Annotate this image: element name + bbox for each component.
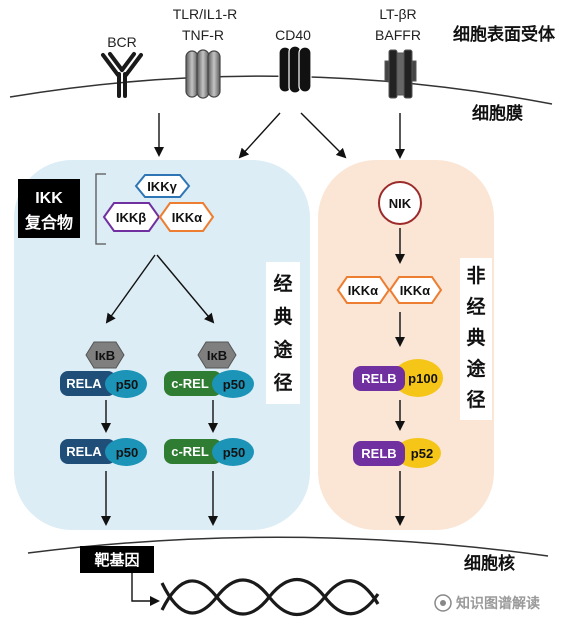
- p50-label-top-right: p50: [223, 377, 245, 392]
- ikk-complex-label-line1: IKK: [35, 190, 63, 207]
- noncanonical-title-char-4: 途: [466, 357, 486, 380]
- ikb-label-left: IκB: [95, 348, 115, 363]
- ikk-gamma-node: IKKγ: [134, 174, 191, 198]
- cd40-receptor-icon: [278, 45, 312, 94]
- crel-label-bottom: c-REL: [171, 444, 209, 459]
- watermark: 知识图谱解读: [434, 594, 540, 612]
- canonical-release-arrows: [101, 400, 218, 433]
- target-gene-label: 靶基因: [94, 551, 139, 569]
- ikk-complex-label-line2: 复合物: [24, 213, 73, 232]
- rela-p50-dimer: RELA p50: [60, 438, 147, 466]
- rela-label-top: RELA: [66, 376, 102, 391]
- p50-label-bottom-right: p50: [223, 445, 245, 460]
- relb-p100-complex: RELB p100: [353, 359, 443, 397]
- nik-label: NIK: [389, 196, 412, 211]
- bcr-receptor-icon: [101, 52, 143, 98]
- p50-label-top-left: p50: [116, 377, 138, 392]
- relb-label-top: RELB: [361, 371, 396, 386]
- crel-label-top: c-REL: [171, 376, 209, 391]
- canonical-title-char-2: 典: [273, 305, 292, 328]
- crel-p50-dimer: c-REL p50: [164, 438, 254, 466]
- relb-label-bottom: RELB: [361, 446, 396, 461]
- receptor-label-tnfr: TNF-R: [182, 27, 224, 43]
- nik-node: NIK: [378, 181, 422, 225]
- noncanonical-title-char-1: 非: [466, 265, 485, 287]
- noncanonical-pathway-panel: [318, 160, 494, 530]
- label-nucleus: 细胞核: [464, 553, 515, 573]
- receptor-label-cd40: CD40: [275, 27, 311, 43]
- ikka-label-right: IKKα: [400, 283, 430, 298]
- ikk-alpha-label: IKKα: [172, 210, 202, 225]
- canonical-title-char-1: 经: [273, 272, 292, 295]
- noncanonical-title-char-2: 经: [466, 295, 485, 318]
- ltbr-receptor-icon: [384, 49, 417, 99]
- dna-helix-icon: [160, 578, 380, 616]
- p50-label-bottom-left: p50: [116, 445, 138, 460]
- label-cell-surface-receptor: 细胞表面受体: [453, 24, 556, 44]
- ikka-dimer: IKKα IKKα: [336, 276, 443, 304]
- ikb-rela-complex: IκB RELA p50: [60, 341, 147, 398]
- p100-label: p100: [408, 371, 438, 386]
- label-cell-membrane: 细胞膜: [472, 103, 523, 123]
- canonical-title-char-4: 径: [273, 372, 292, 394]
- target-gene-label-box: [80, 546, 154, 573]
- canonical-nuclear-arrows: [101, 471, 218, 526]
- relb-p52-dimer: RELB p52: [353, 438, 441, 468]
- ikka-label-left: IKKα: [348, 283, 378, 298]
- tlr-receptor-icon: [185, 49, 221, 99]
- ikk-beta-label: IKKβ: [116, 210, 146, 225]
- ikk-beta-node: IKKβ: [102, 202, 161, 232]
- noncanonical-pathway-title: 非 经 典 途 径: [460, 258, 492, 420]
- receptor-label-tlr: TLR/IL1-R: [173, 6, 238, 22]
- receptor-label-bcr: BCR: [107, 34, 137, 50]
- ikk-complex-bracket: [95, 173, 106, 245]
- p52-label: p52: [411, 446, 433, 461]
- target-gene-pointer-arrow: [131, 573, 160, 606]
- receptor-label-ltbr: LT-βR: [379, 6, 416, 22]
- canonical-pathway-panel: [14, 160, 310, 530]
- ikb-crel-complex: IκB c-REL p50: [164, 341, 254, 398]
- ikk-complex-label-box: [18, 179, 80, 238]
- ikb-label-right: IκB: [207, 348, 227, 363]
- ikk-to-ikb-arrows: [105, 254, 215, 324]
- nucleus-membrane-line: [27, 536, 549, 557]
- watermark-text: 知识图谱解读: [456, 595, 540, 611]
- noncanonical-title-char-5: 径: [466, 389, 485, 411]
- rela-label-bottom: RELA: [66, 444, 102, 459]
- canonical-title-char-3: 途: [273, 338, 293, 361]
- canonical-pathway-title: 经 典 途 径: [266, 262, 300, 404]
- receptor-label-baffr: BAFFR: [375, 27, 421, 43]
- noncanonical-title-char-3: 典: [466, 326, 485, 349]
- receptor-arrows: [154, 112, 405, 159]
- ikk-alpha-node: IKKα: [158, 202, 215, 232]
- ikk-gamma-label: IKKγ: [147, 179, 177, 194]
